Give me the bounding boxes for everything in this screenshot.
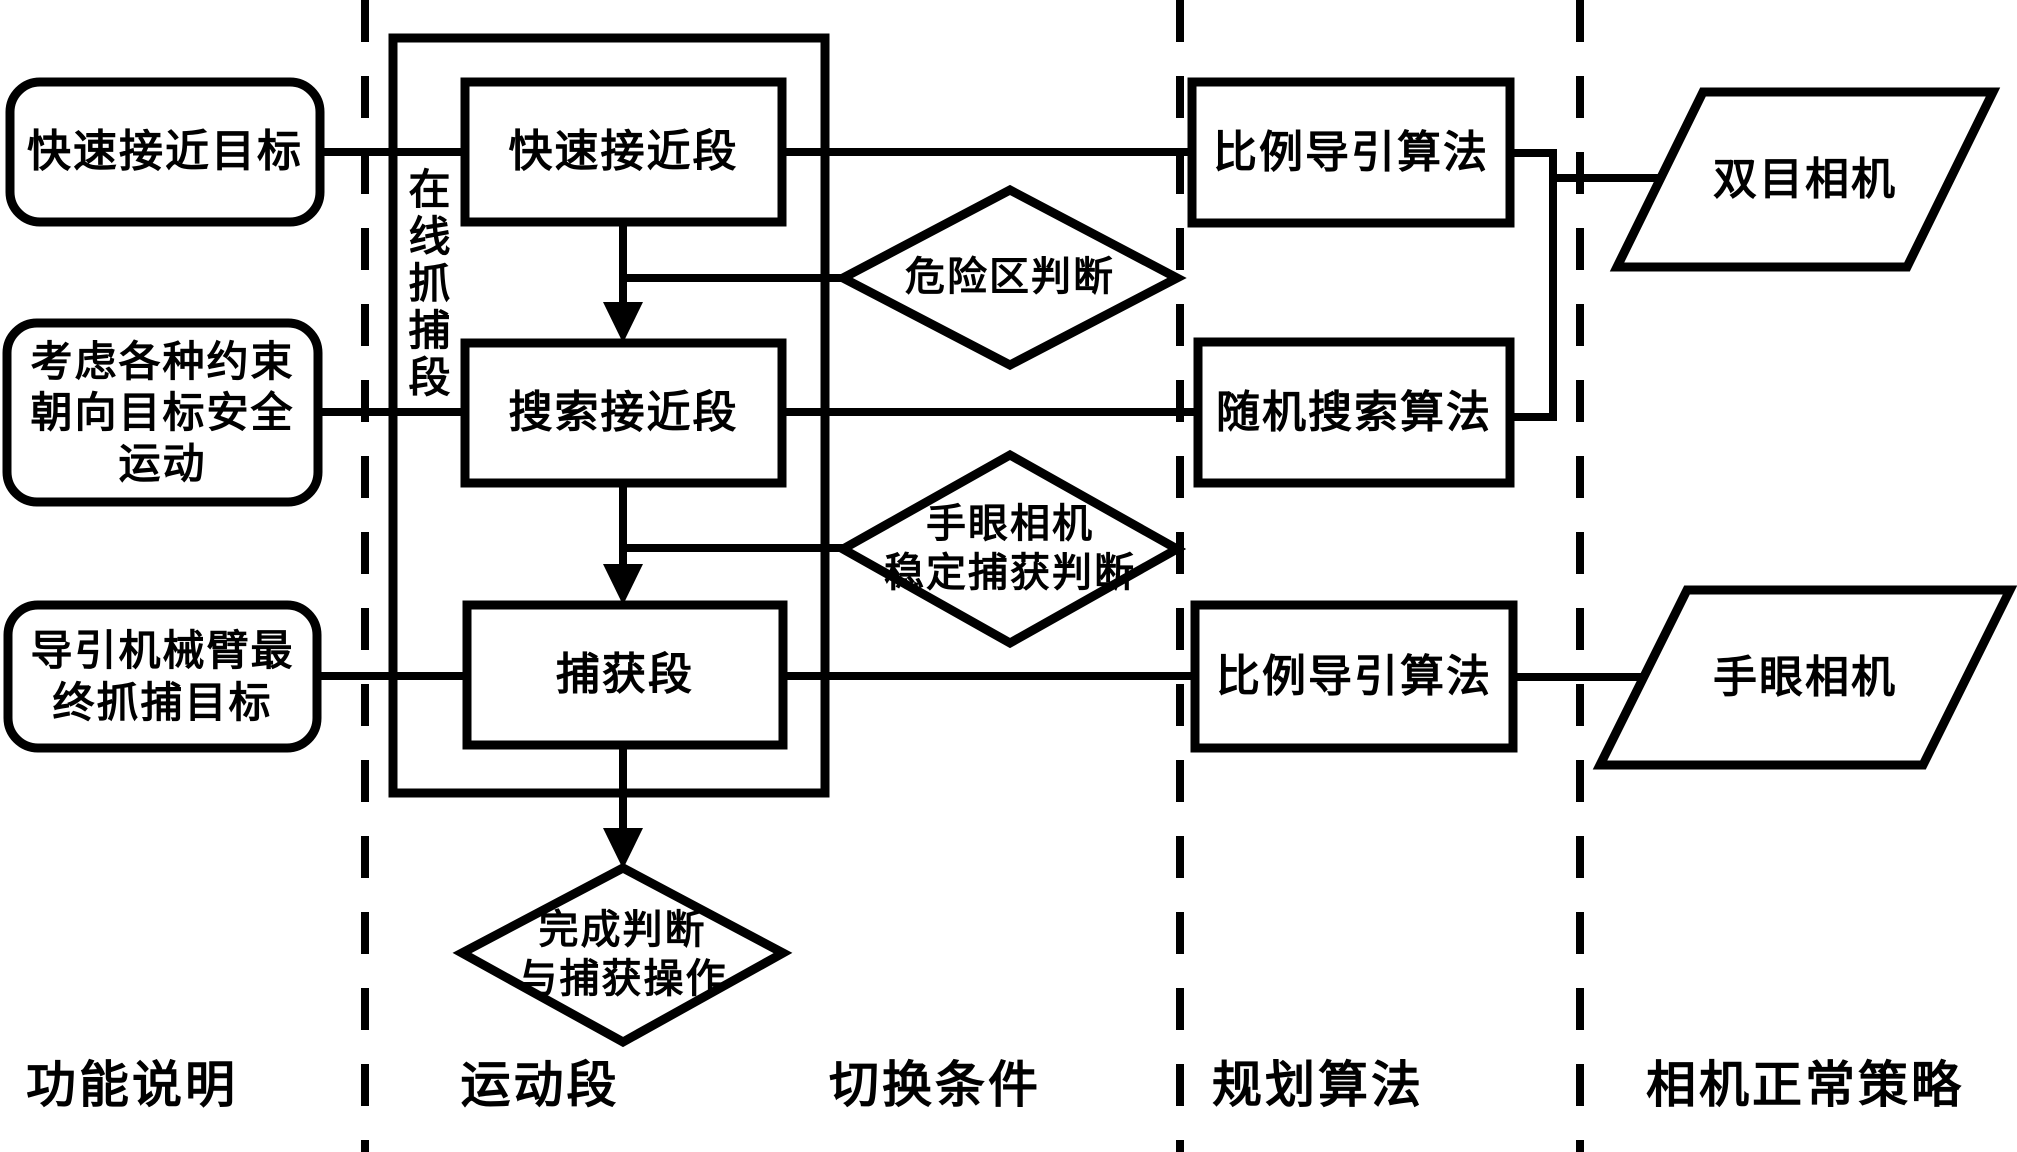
- arrowhead-phase2-phase3: [603, 564, 643, 605]
- arrowhead-completion-diamond: [603, 828, 643, 869]
- note-shape-rapid-approach-target: [5, 77, 325, 227]
- online-capture-frame: [388, 33, 830, 798]
- diamond-hand-eye-stable-capture-judgment: [833, 449, 1187, 649]
- column-label-motion-segment: 运动段: [460, 1056, 620, 1113]
- algo-box-random-search: [1193, 337, 1515, 488]
- algo-box-proportional-guidance-top: [1187, 77, 1515, 228]
- algo-proportional-guidance-top-label: 比例导引算法: [1213, 127, 1489, 177]
- condition-completion-capture-label: 完成判断 与捕获操作: [517, 908, 728, 1001]
- column-label-planning-algorithm: 规划算法: [1212, 1056, 1424, 1113]
- phase-box-rapid-approach: [460, 77, 787, 227]
- diamond-danger-zone-judgment: [833, 184, 1187, 371]
- column-label-camera-strategy: 相机正常策略: [1646, 1056, 1964, 1113]
- note-shape-constrained-safe-motion: [2, 318, 323, 507]
- diamond-completion-capture-operation: [452, 862, 793, 1048]
- column-label-function-description: 功能说明: [26, 1056, 238, 1113]
- phase-search-approach-label: 搜索接近段: [508, 388, 739, 438]
- note-guide-arm-final-capture-label: 导引机械臂最 终抓捕目标: [30, 627, 295, 726]
- parallelogram-hand-eye-camera: [1592, 585, 2017, 770]
- note-constrained-safe-motion-label: 考虑各种约束 朝向目标安全 运动: [30, 337, 295, 488]
- phase-box-capture: [462, 600, 788, 750]
- online-capture-vertical-label: 在线抓捕段: [403, 167, 450, 402]
- condition-stable-capture-label: 手眼相机 稳定捕获判断: [884, 502, 1136, 595]
- phase-box-search-approach: [460, 338, 787, 488]
- camera-hand-eye-label: 手眼相机: [1713, 652, 1897, 702]
- phase-capture-label: 捕获段: [556, 650, 694, 700]
- parallelogram-binocular-camera: [1609, 87, 2001, 272]
- algo-random-search-label: 随机搜索算法: [1216, 387, 1492, 437]
- column-label-switch-condition: 切换条件: [829, 1056, 1041, 1113]
- note-rapid-approach-target-label: 快速接近目标: [27, 127, 303, 177]
- camera-binocular-label: 双目相机: [1713, 154, 1897, 204]
- connector-algo1-algo2-link: [1510, 149, 1557, 421]
- phase-rapid-approach-label: 快速接近段: [508, 127, 739, 177]
- algo-proportional-guidance-bottom-label: 比例导引算法: [1216, 651, 1492, 701]
- arrowhead-phase1-phase2: [603, 302, 643, 343]
- algo-box-proportional-guidance-bottom: [1190, 600, 1518, 753]
- condition-danger-zone-label: 危险区判断: [905, 255, 1115, 300]
- note-shape-guide-arm-final-capture: [3, 600, 322, 753]
